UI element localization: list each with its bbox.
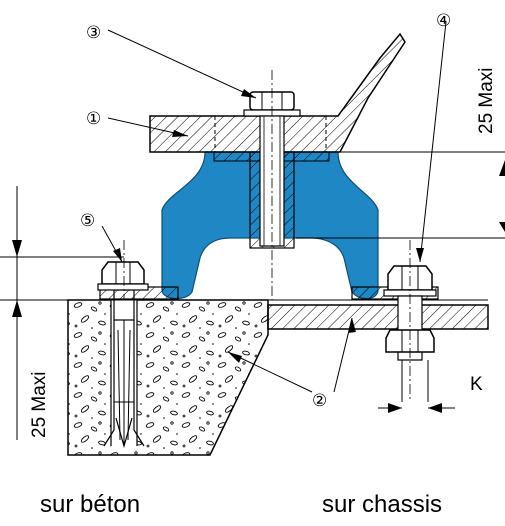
chassis-bolt — [383, 240, 437, 402]
anchor-nut — [97, 240, 149, 300]
chassis-plate — [267, 304, 489, 330]
left-max-label: 25 Maxi — [29, 371, 50, 438]
caption-concrete: sur béton — [40, 491, 140, 518]
arrow-1 — [172, 130, 188, 137]
arrow-3 — [241, 89, 256, 98]
k-label: K — [470, 374, 483, 395]
callout-5: ⑤ — [80, 211, 95, 231]
callout-2: ② — [312, 391, 327, 411]
dimension-top — [296, 151, 505, 239]
arrow-2a — [228, 352, 242, 363]
callout-3: ③ — [86, 23, 101, 43]
arrow-5 — [113, 248, 122, 262]
arrow-2b — [348, 318, 356, 333]
callout-1: ① — [86, 109, 101, 129]
dimension-k — [378, 403, 455, 413]
caption-chassis: sur chassis — [322, 491, 442, 518]
top-max-label: 25 Maxi — [476, 67, 497, 134]
arrow-4 — [416, 248, 424, 262]
dimension-left — [0, 186, 124, 440]
concrete-block — [67, 299, 269, 456]
callout-4: ④ — [436, 11, 451, 31]
